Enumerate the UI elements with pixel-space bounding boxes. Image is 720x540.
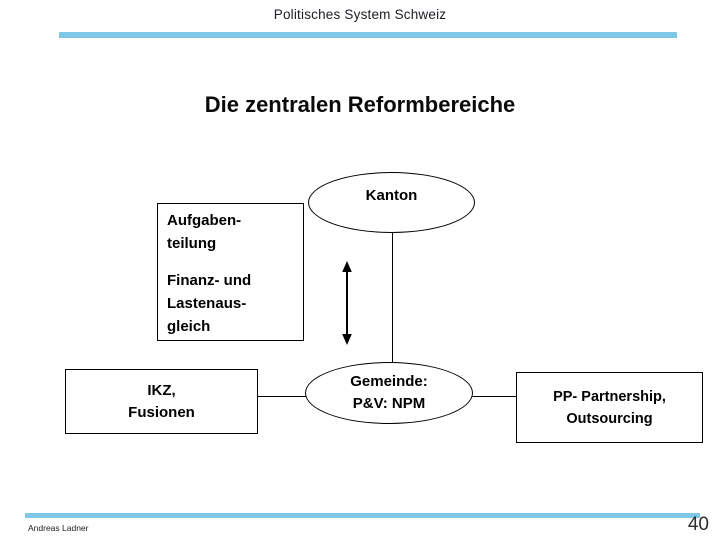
gemeinde-pp-connector-line	[472, 396, 517, 397]
kanton-gemeinde-connector-line	[392, 232, 393, 362]
footer-author: Andreas Ladner	[28, 523, 89, 533]
pp-box-line: PP- Partnership,	[553, 388, 666, 405]
pp-partnership-box: PP- Partnership, Outsourcing	[516, 372, 703, 443]
tasks-box-line: Aufgaben-	[167, 212, 242, 229]
slide-title: Die zentralen Reformbereiche	[204, 92, 516, 117]
header-title: Politisches System Schweiz	[273, 7, 447, 22]
double-headed-arrow-icon	[342, 261, 352, 345]
ikz-box-line: IKZ,	[147, 381, 176, 399]
tasks-box-line: gleich	[167, 318, 211, 335]
gemeinde-label-line: Gemeinde:	[350, 373, 428, 390]
top-accent-bar	[59, 32, 677, 38]
gemeinde-ellipse: Gemeinde: P&V: NPM	[305, 362, 473, 424]
tasks-box: Aufgaben- teilung Finanz- und Lastenaus-…	[157, 203, 304, 341]
ikz-fusionen-box: IKZ, Fusionen	[65, 369, 258, 434]
gemeinde-label-line: P&V: NPM	[352, 395, 426, 412]
tasks-box-line: teilung	[167, 235, 217, 252]
ikz-box-line: Fusionen	[128, 403, 195, 421]
kanton-ellipse: Kanton	[308, 172, 475, 233]
page-number: 40	[687, 514, 709, 535]
tasks-box-spacer	[167, 255, 299, 269]
pp-box-line: Outsourcing	[566, 410, 653, 427]
tasks-box-line: Finanz- und	[167, 272, 252, 289]
kanton-label: Kanton	[365, 186, 418, 204]
ikz-gemeinde-connector-line	[257, 396, 306, 397]
tasks-box-line: Lastenaus-	[167, 295, 247, 312]
bottom-accent-bar	[25, 513, 700, 518]
